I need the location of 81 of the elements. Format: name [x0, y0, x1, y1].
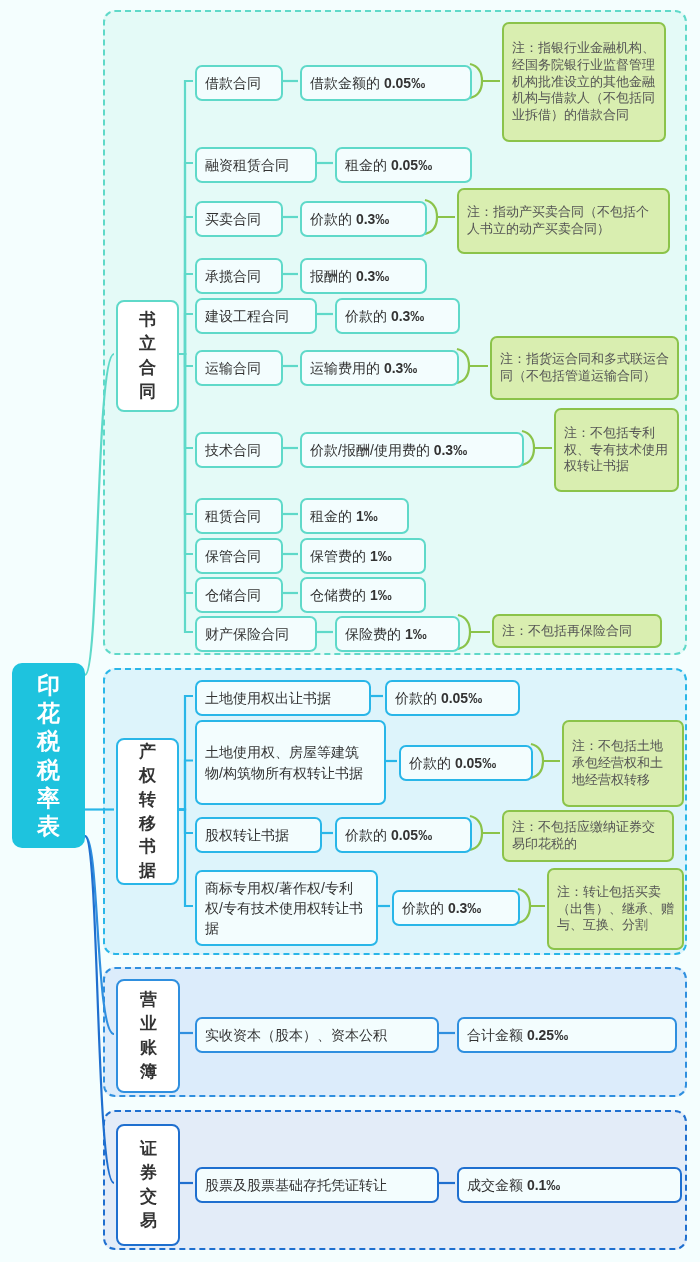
connector [315, 161, 333, 165]
bracket-connector [529, 742, 560, 780]
item-box: 仓储费的 1‰ [300, 577, 426, 613]
category-box: 营业账簿 [116, 979, 180, 1093]
item-box: 实收资本（股本）、资本公积 [195, 1017, 439, 1053]
connector [281, 364, 298, 368]
connector [177, 808, 193, 908]
group-frame [103, 668, 687, 955]
item-box: 运输费用的 0.3‰ [300, 350, 459, 386]
note-box: 注：不包括再保险合同 [492, 614, 662, 648]
item-box: 财产保险合同 [195, 616, 317, 652]
item-box: 土地使用权、房屋等建筑物/构筑物所有权转让书据 [195, 720, 386, 805]
note-box: 注：指动产买卖合同（不包括个人书立的动产买卖合同） [457, 188, 670, 254]
bracket-connector [468, 814, 500, 852]
item-box: 价款的 0.05‰ [385, 680, 520, 716]
item-box: 技术合同 [195, 432, 283, 468]
connector [315, 312, 333, 316]
connector [178, 1031, 193, 1035]
connector [437, 1031, 455, 1035]
item-box: 商标专用权/著作权/专利权/专有技术使用权转让书据 [195, 870, 378, 946]
connector [384, 759, 397, 763]
item-box: 仓储合同 [195, 577, 283, 613]
bracket-connector [516, 887, 545, 925]
item-box: 租金的 0.05‰ [335, 147, 472, 183]
connector [315, 630, 333, 634]
item-box: 土地使用权出让书据 [195, 680, 371, 716]
item-box: 价款/报酬/使用费的 0.3‰ [300, 432, 524, 468]
group-frame [103, 967, 687, 1097]
bracket-connector [520, 429, 552, 467]
connector [281, 215, 298, 219]
topic-box: 印花税税率表 [12, 663, 85, 848]
category-box: 产权转移书据 [116, 738, 179, 885]
item-box: 借款合同 [195, 65, 283, 101]
item-box: 承揽合同 [195, 258, 283, 294]
note-box: 注：转让包括买卖（出售）、继承、赠与、互换、分割 [547, 868, 684, 950]
item-box: 价款的 0.05‰ [399, 745, 533, 781]
note-box: 注：不包括专利权、专有技术使用权转让书据 [554, 408, 679, 492]
item-box: 报酬的 0.3‰ [300, 258, 427, 294]
group-frame [103, 10, 687, 655]
item-box: 建设工程合同 [195, 298, 317, 334]
item-box: 合计金额 0.25‰ [457, 1017, 677, 1053]
note-box: 注：不包括土地承包经营权和土地经营权转移 [562, 720, 684, 807]
item-box: 股票及股票基础存托凭证转让 [195, 1167, 439, 1203]
category-box: 书立合同 [116, 300, 179, 412]
connector [281, 552, 298, 556]
item-box: 租赁合同 [195, 498, 283, 534]
connector [84, 835, 115, 1035]
bracket-connector [468, 62, 500, 100]
item-box: 保管费的 1‰ [300, 538, 426, 574]
bracket-connector [423, 198, 455, 236]
group-frame [103, 1110, 687, 1250]
bracket-connector [456, 613, 490, 651]
category-box: 证券交易 [116, 1124, 180, 1246]
item-box: 价款的 0.3‰ [300, 201, 427, 237]
bracket-connector [455, 347, 488, 385]
connector [369, 694, 383, 698]
note-box: 注：指货运合同和多式联运合同（不包括管道运输合同） [490, 336, 679, 400]
item-box: 价款的 0.3‰ [392, 890, 520, 926]
note-box: 注：不包括应缴纳证券交易印花税的 [502, 810, 674, 862]
connector [178, 1181, 193, 1185]
item-box: 融资租赁合同 [195, 147, 317, 183]
item-box: 成交金额 0.1‰ [457, 1167, 682, 1203]
item-box: 买卖合同 [195, 201, 283, 237]
connector [85, 808, 114, 811]
item-box: 运输合同 [195, 350, 283, 386]
item-box: 保险费的 1‰ [335, 616, 460, 652]
item-box: 租金的 1‰ [300, 498, 409, 534]
connector [437, 1181, 455, 1185]
connector [281, 272, 298, 276]
connector [320, 831, 333, 835]
note-box: 注：指银行业金融机构、经国务院银行业监督管理机构批准设立的其他金融机构与借款人（不包括同业拆借）的借款合同 [502, 22, 666, 142]
connector [376, 904, 390, 908]
connector [281, 79, 298, 83]
connector [281, 591, 298, 595]
connector [281, 446, 298, 450]
connector [281, 512, 298, 516]
item-box: 价款的 0.05‰ [335, 817, 472, 853]
item-box: 保管合同 [195, 538, 283, 574]
item-box: 借款金额的 0.05‰ [300, 65, 472, 101]
item-box: 股权转让书据 [195, 817, 322, 853]
item-box: 价款的 0.3‰ [335, 298, 460, 334]
